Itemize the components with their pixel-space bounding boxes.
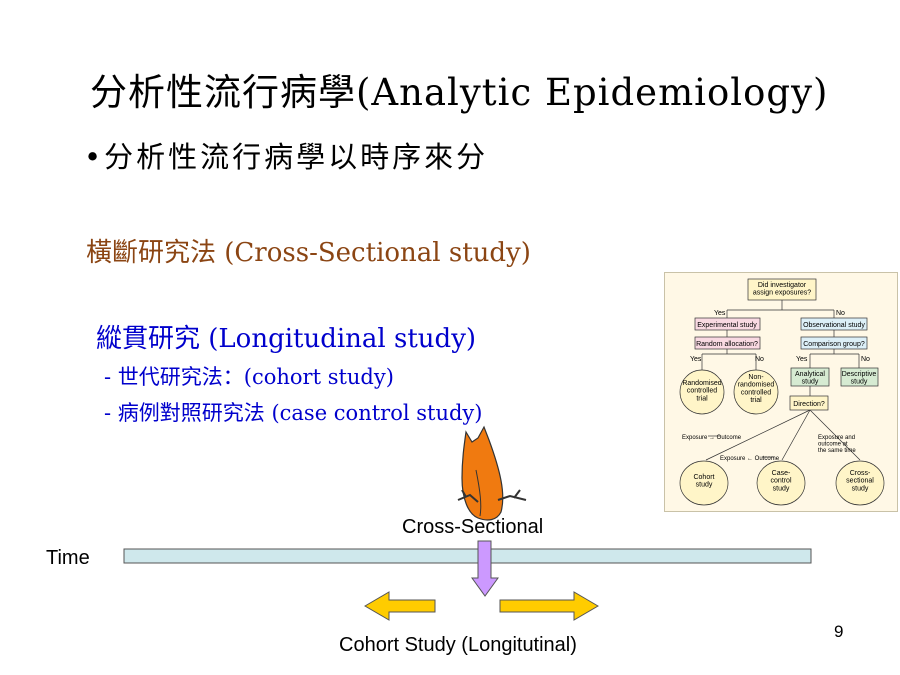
cohort-study-label: Cohort Study (Longitutinal) xyxy=(339,634,577,656)
slide-title: 分析性流行病學(Analytic Epidemiology) xyxy=(90,71,829,114)
flow-observational-box xyxy=(800,317,868,331)
flow-no-rct: No xyxy=(755,356,764,363)
sub-item-cohort: - 世代研究法：(cohort study) xyxy=(104,365,394,389)
flow-no-descriptive: No xyxy=(861,356,870,363)
flow-case-control-circle xyxy=(756,460,806,506)
owl-icon xyxy=(457,425,527,521)
flow-cross-sectional-circle xyxy=(835,460,885,506)
page-number: 9 xyxy=(834,622,844,641)
cross-sectional-label: Cross-Sectional xyxy=(402,516,544,538)
flow-root-box xyxy=(747,278,817,301)
flow-yes-analytical: Yes xyxy=(796,356,808,363)
flow-nonrct-circle xyxy=(733,369,779,415)
flow-direction-text: Direction? xyxy=(793,401,825,408)
flow-comparison-box xyxy=(800,336,868,350)
flow-yes-left: Yes xyxy=(714,310,726,317)
left-arrow xyxy=(364,591,436,621)
flow-random-box xyxy=(694,336,761,350)
flow-yes-rct: Yes xyxy=(690,356,702,363)
flow-experimental-box xyxy=(694,317,761,331)
flow-rct-circle xyxy=(679,369,725,415)
longitudinal-heading: 縱貫研究 (Longitudinal study) xyxy=(96,324,477,354)
flow-analytical-box xyxy=(790,367,830,387)
flow-comparison-text: Comparison group? xyxy=(803,341,865,348)
flow-no-right: No xyxy=(836,310,845,317)
flow-outcome-exp-text: Exposure ← Outcome xyxy=(720,456,780,462)
flowchart-connectors xyxy=(701,300,861,461)
sub-item-case-control: - 病例對照研究法 (case control study) xyxy=(104,401,483,425)
flow-exp-outcome-text: Exposure → Outcome xyxy=(682,435,742,441)
right-arrow xyxy=(499,591,599,621)
flow-experimental-text: Experimental study xyxy=(697,322,757,329)
flow-observational-text: Observational study xyxy=(803,322,865,329)
flow-descriptive-box xyxy=(840,367,879,387)
flow-direction-box xyxy=(789,395,829,411)
time-bar xyxy=(123,548,812,564)
bullet-point: •分析性流行病學以時序來分 xyxy=(84,140,489,174)
flow-cohort-circle xyxy=(679,460,729,506)
time-label: Time xyxy=(46,547,90,569)
down-arrow xyxy=(471,540,499,597)
flow-random-text: Random allocation? xyxy=(696,341,758,348)
cross-sectional-heading: 橫斷研究法 (Cross-Sectional study) xyxy=(86,238,531,268)
